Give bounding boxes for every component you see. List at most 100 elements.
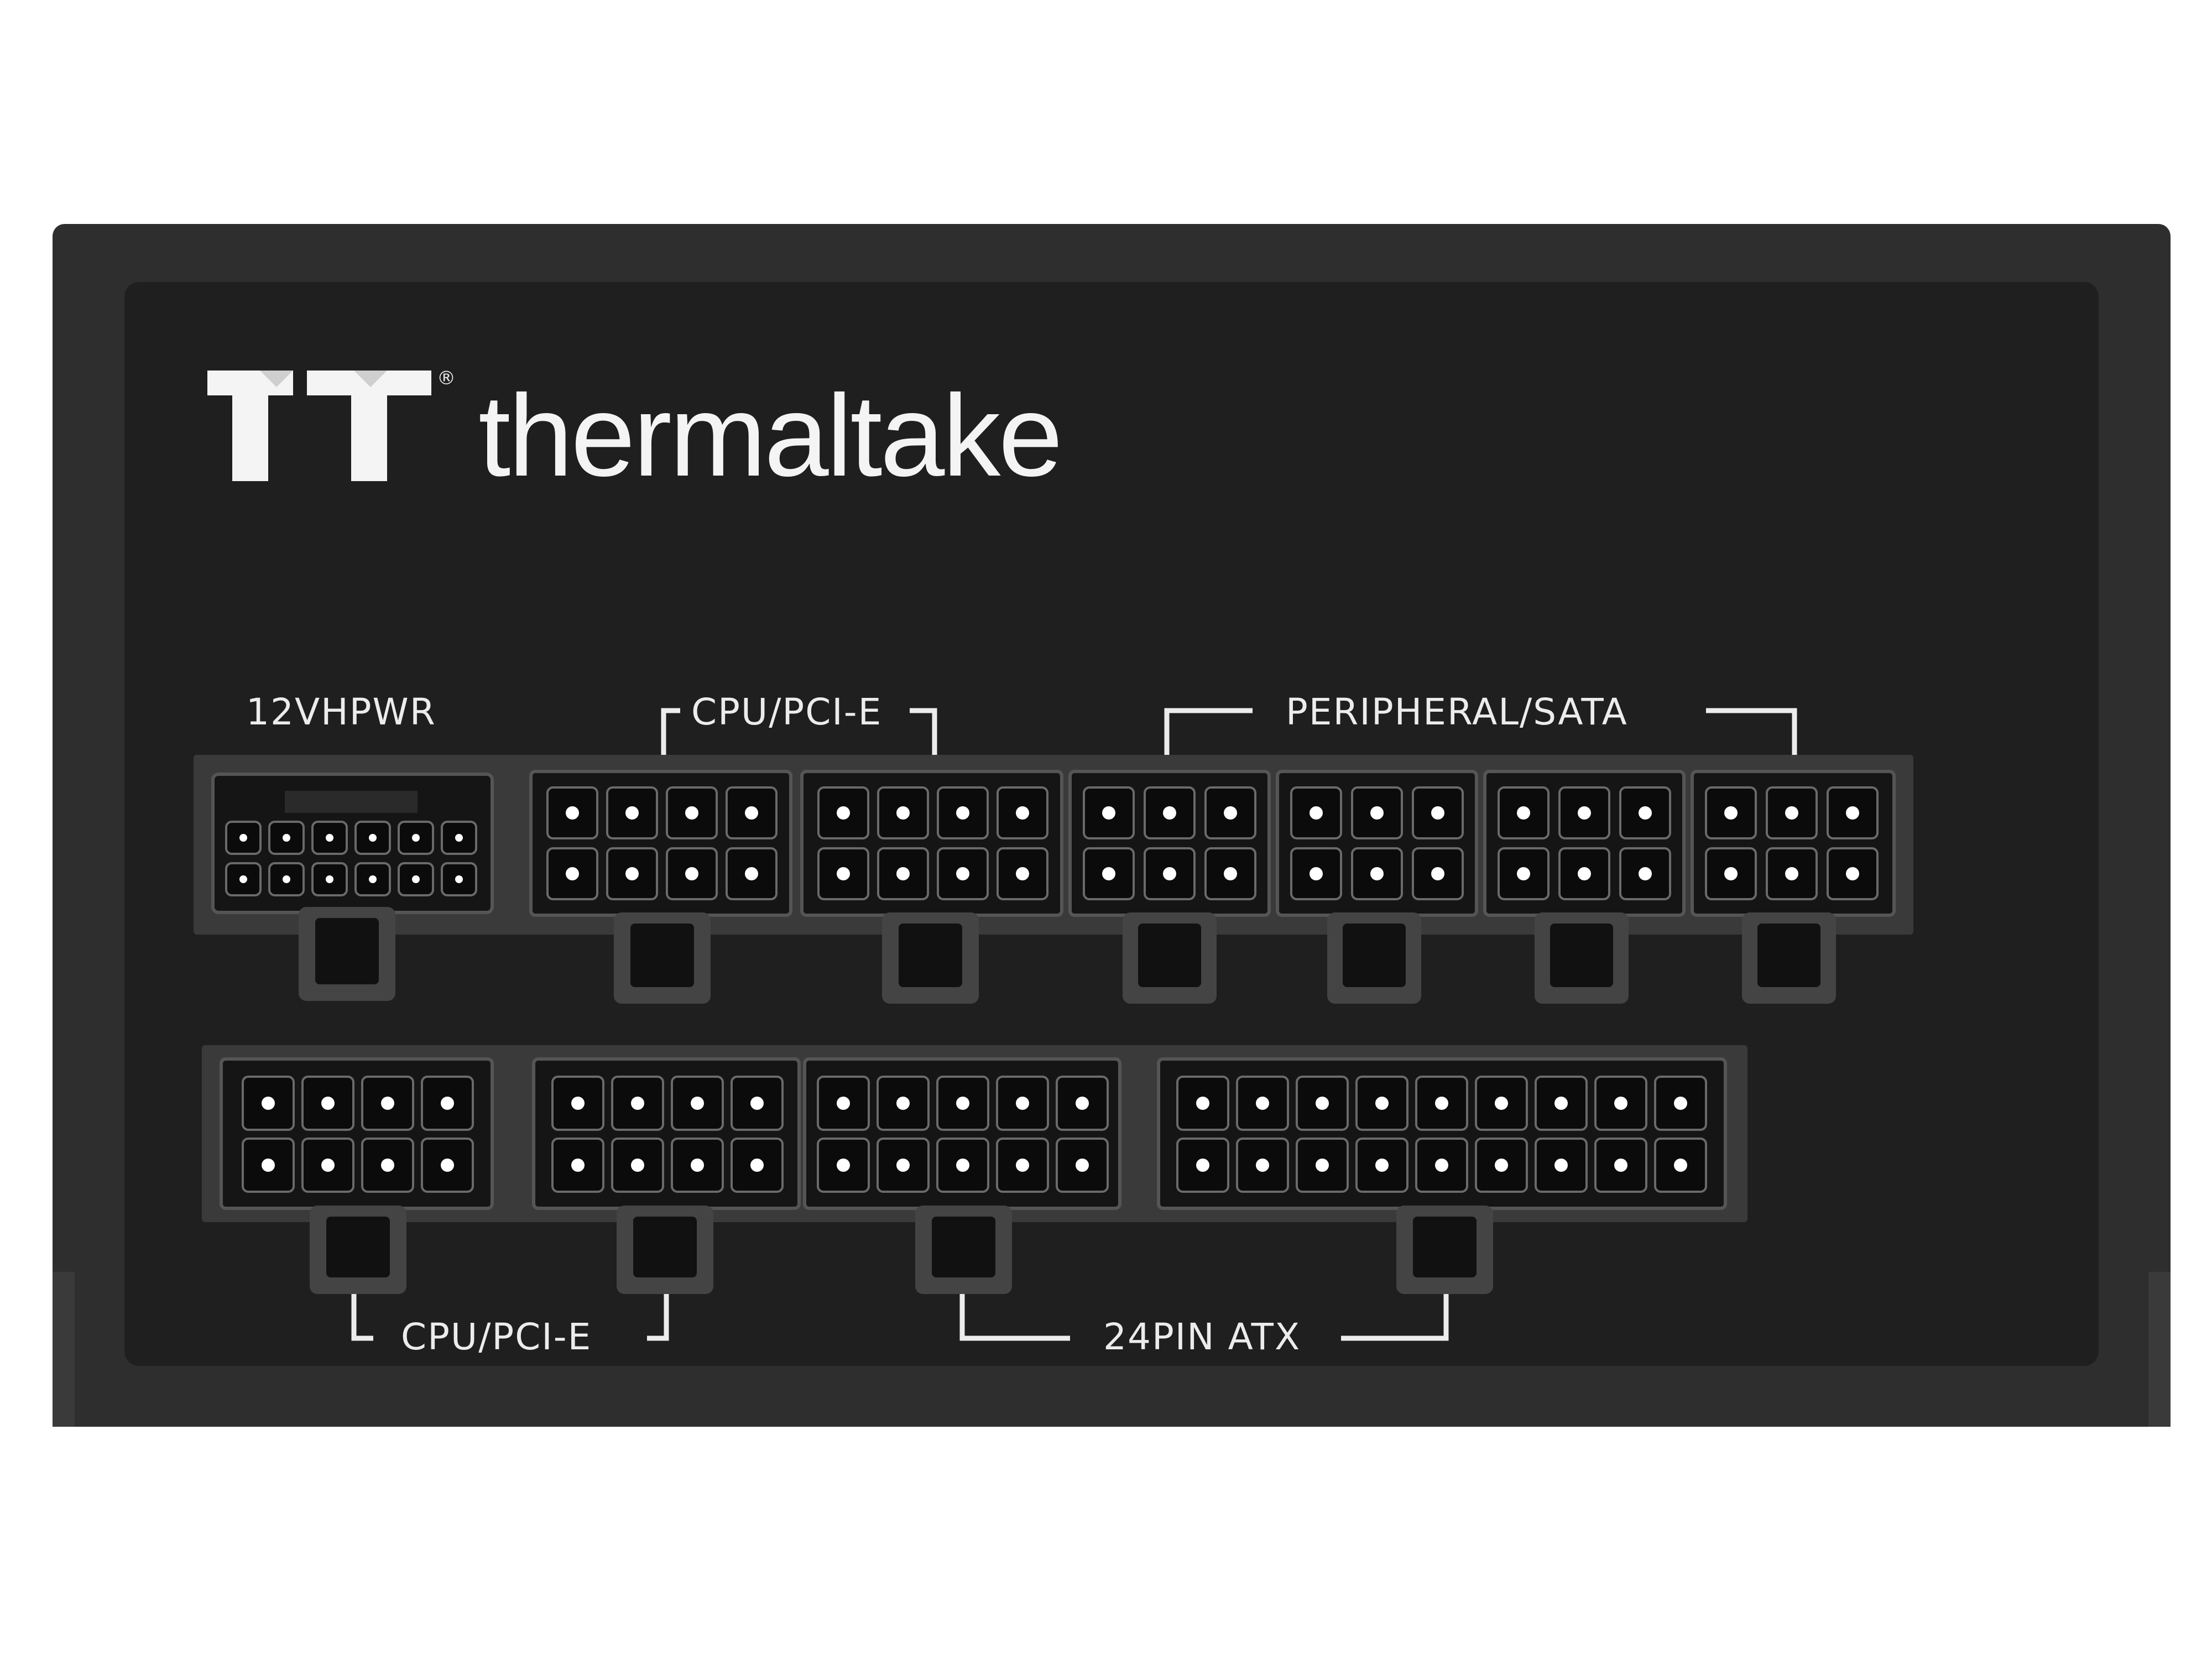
- sata-1-pin: [1102, 806, 1115, 820]
- label-peripheral-sata: PERIPHERAL/SATA: [1286, 691, 1628, 733]
- cpu-pcie-2-pin: [896, 867, 910, 880]
- 12vhpwr-pin: [412, 834, 420, 842]
- sata-2-pin: [1431, 806, 1444, 820]
- 12vhpwr-pin: [369, 875, 377, 883]
- atx-10pin-pin: [691, 1097, 704, 1110]
- cpu-pcie-1-pin: [745, 867, 758, 880]
- atx-18pin-pin: [1375, 1097, 1389, 1110]
- 12vhpwr-pin: [239, 834, 247, 842]
- atx-18pin-pin: [1196, 1159, 1209, 1172]
- atx-18pin-pin: [1375, 1159, 1389, 1172]
- chassis-edge-right: [2148, 1272, 2171, 1427]
- bracket-cpu-pcie-top: [661, 708, 937, 758]
- label-cpu-pcie-top: CPU/PCI-E: [691, 691, 882, 733]
- sata-4-pin: [1785, 806, 1798, 820]
- label-24pin-atx: 24PIN ATX: [1103, 1316, 1301, 1358]
- atx-18pin-pin: [1614, 1159, 1627, 1172]
- atx-18pin-pin: [1256, 1159, 1269, 1172]
- atx-10pin-pin: [691, 1159, 704, 1172]
- cpu-pcie-1-pin: [685, 806, 698, 820]
- cpu-pcie-2-pin: [837, 867, 850, 880]
- sata-1-pin: [1163, 867, 1176, 880]
- atx-18pin-pin: [1316, 1097, 1329, 1110]
- 12vhpwr-pin: [283, 834, 290, 842]
- 12vhpwr-pin: [239, 875, 247, 883]
- atx-18pin-pin: [1435, 1097, 1448, 1110]
- atx-10pin-pin: [571, 1097, 585, 1110]
- sata-4-pin: [1785, 867, 1798, 880]
- atx-18pin-pin: [1554, 1097, 1568, 1110]
- atx-18pin-pin: [1495, 1097, 1508, 1110]
- sata-3-pin: [1578, 867, 1591, 880]
- tt-logo-icon: [207, 371, 431, 481]
- cpu-pcie-2-pin: [956, 867, 969, 880]
- cpu-pcie-3-pin: [262, 1159, 275, 1172]
- sata-4-pin: [1846, 867, 1859, 880]
- atx-10pin-pin: [631, 1097, 644, 1110]
- atx-18pin-pin: [1435, 1159, 1448, 1172]
- cpu-pcie-2-pin: [896, 806, 910, 820]
- atx-12pin-pin: [956, 1097, 969, 1110]
- cpu-pcie-3-pin: [381, 1159, 394, 1172]
- sata-1-pin: [1224, 806, 1237, 820]
- atx-18pin-pin: [1256, 1097, 1269, 1110]
- cpu-pcie-2-pin: [837, 806, 850, 820]
- bracket-24pin-atx: [959, 1286, 1449, 1341]
- atx-10pin-pin: [750, 1097, 764, 1110]
- atx-18pin-pin: [1674, 1097, 1687, 1110]
- sata-3-pin: [1517, 806, 1530, 820]
- atx-12pin-pin: [1076, 1097, 1089, 1110]
- cpu-pcie-1-pin: [745, 806, 758, 820]
- atx-12pin-pin: [1076, 1159, 1089, 1172]
- atx-18pin-pin: [1495, 1159, 1508, 1172]
- 12vhpwr-pin: [412, 875, 420, 883]
- atx-12pin-pin: [896, 1159, 910, 1172]
- bracket-peripheral-sata: [1164, 708, 1797, 760]
- 12vhpwr-pin: [326, 834, 333, 842]
- brand-wordmark: thermaltake: [478, 371, 1061, 500]
- chassis-edge-left: [53, 1272, 75, 1427]
- 12vhpwr-pin: [369, 834, 377, 842]
- atx-10pin-pin: [631, 1159, 644, 1172]
- label-cpu-pcie-bottom: CPU/PCI-E: [401, 1316, 592, 1358]
- sata-1-pin: [1224, 867, 1237, 880]
- atx-12pin-pin: [1016, 1097, 1029, 1110]
- atx-12pin-pin: [1016, 1159, 1029, 1172]
- cpu-pcie-2-pin: [1016, 867, 1029, 880]
- cpu-pcie-2-pin: [956, 806, 969, 820]
- cpu-pcie-3-pin: [441, 1097, 454, 1110]
- sata-3-pin: [1639, 867, 1652, 880]
- sata-3-pin: [1517, 867, 1530, 880]
- 12vhpwr-pin: [283, 875, 290, 883]
- cpu-pcie-2-pin: [1016, 806, 1029, 820]
- sata-3-pin: [1639, 806, 1652, 820]
- 12vhpwr-pin: [455, 875, 463, 883]
- sata-4-pin: [1846, 806, 1859, 820]
- atx-18pin-pin: [1554, 1159, 1568, 1172]
- cpu-pcie-3-pin: [262, 1097, 275, 1110]
- sata-1-pin: [1163, 806, 1176, 820]
- registered-mark: ®: [437, 367, 456, 389]
- sata-4-pin: [1724, 806, 1738, 820]
- atx-12pin-pin: [896, 1097, 910, 1110]
- atx-12pin-pin: [837, 1097, 850, 1110]
- cpu-pcie-1-pin: [685, 867, 698, 880]
- cpu-pcie-1-pin: [566, 867, 579, 880]
- sata-2-pin: [1310, 867, 1323, 880]
- atx-18pin-pin: [1196, 1097, 1209, 1110]
- cpu-pcie-1-pin: [566, 806, 579, 820]
- cpu-pcie-3-pin: [441, 1159, 454, 1172]
- label-12vhpwr: 12VHPWR: [246, 691, 436, 733]
- sata-2-pin: [1431, 867, 1444, 880]
- 12vhpwr-pin: [326, 875, 333, 883]
- atx-12pin-pin: [837, 1159, 850, 1172]
- atx-18pin-pin: [1614, 1097, 1627, 1110]
- sata-2-pin: [1310, 806, 1323, 820]
- connector-pins: [225, 786, 1879, 1193]
- sata-3-pin: [1578, 806, 1591, 820]
- atx-10pin-pin: [571, 1159, 585, 1172]
- sata-4-pin: [1724, 867, 1738, 880]
- sata-2-pin: [1370, 806, 1384, 820]
- sata-1-pin: [1102, 867, 1115, 880]
